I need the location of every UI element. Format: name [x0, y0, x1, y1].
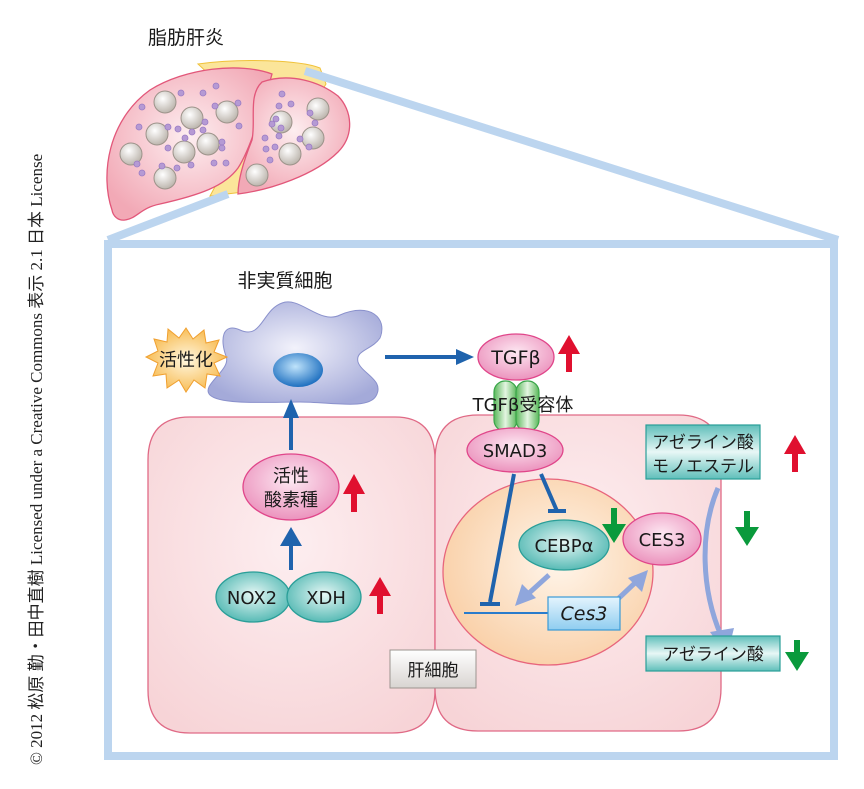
zoom-frame: [104, 67, 840, 760]
fat-droplet: [278, 142, 302, 166]
smad3-label: SMAD3: [483, 441, 548, 462]
up-arrow-icon: [784, 435, 806, 472]
hepatocyte-label-box: [389, 649, 477, 689]
up-arrow-icon: [369, 577, 391, 614]
node-cebpa: CEBPα: [518, 519, 610, 571]
ros-label-line2: 酸素種: [264, 490, 318, 511]
liver-title: 脂肪肝炎: [148, 27, 224, 49]
nonparenchymal-title: 非実質細胞: [237, 270, 332, 292]
node-ces3-protein: CES3: [622, 512, 702, 566]
fat-droplet: [180, 106, 204, 130]
liver-illustration: 脂肪肝炎: [106, 27, 351, 221]
up-arrow-icon: [343, 474, 365, 512]
cebpa-label: CEBPα: [534, 536, 593, 557]
zoom-line-lower: [106, 190, 230, 244]
tgfb-receptor: TGFβ受容体: [472, 380, 574, 432]
down-arrow-icon: [602, 508, 626, 543]
fat-droplet: [245, 163, 269, 187]
fat-droplet: [153, 90, 177, 114]
ros-label-line1: 活性: [273, 466, 309, 487]
arrow-nox-to-ros: [280, 527, 302, 570]
arrow-stellate-to-tgfb: [385, 349, 474, 365]
arrow-cebpa-to-gene: [515, 573, 551, 606]
node-ros: 活性 酸素種: [242, 453, 340, 521]
hepatocyte-nucleus: [442, 478, 654, 666]
node-ces3-gene: Ces3: [547, 596, 621, 631]
fat-droplet: [215, 100, 239, 124]
hepatocyte-label-text: 肝細胞: [408, 661, 459, 681]
up-arrow-icon: [558, 335, 580, 372]
fat-droplet: [145, 122, 169, 146]
activation-burst: 活性化: [144, 327, 229, 393]
zoom-box: [104, 240, 838, 760]
tgfb-label: TGFβ: [490, 347, 540, 369]
hepatocytes: 肝細胞: [147, 414, 722, 734]
node-tgfb: TGFβ: [477, 333, 555, 381]
node-azelaic-acid: アゼライン酸: [645, 635, 781, 672]
azelaic-acid-label: アゼライン酸: [662, 645, 764, 665]
nonparenchymal-cell: 非実質細胞 活性化: [144, 270, 383, 405]
arrow-ros-to-stellate: [283, 399, 299, 450]
inflammatory-cells: [133, 82, 319, 177]
down-arrow-icon: [735, 511, 759, 546]
node-xdh: XDH: [286, 571, 362, 623]
node-smad3: SMAD3: [466, 427, 564, 473]
fat-droplet: [301, 126, 325, 150]
tgfb-receptor-label: TGFβ受容体: [472, 395, 574, 416]
arrow-gene-to-ces3: [617, 570, 648, 600]
xdh-label: XDH: [306, 588, 346, 609]
fat-droplet: [306, 97, 330, 121]
change-indicators: [343, 335, 809, 671]
node-nox2: NOX2: [215, 571, 291, 623]
activation-label: 活性化: [159, 350, 213, 371]
node-azelaic-monoester: アゼライン酸 モノエステル: [645, 424, 761, 480]
ces3-protein-label: CES3: [639, 530, 686, 551]
ces3-gene-label: Ces3: [561, 603, 608, 625]
fat-droplet: [196, 132, 220, 156]
inhibition-lines: [480, 473, 566, 606]
stellate-cell-body: [207, 301, 383, 405]
fat-droplet: [119, 142, 143, 166]
nox2-label: NOX2: [227, 588, 277, 609]
stellate-cell-nucleus: [273, 353, 323, 387]
fat-droplets: [119, 90, 330, 190]
zoom-line-upper: [303, 67, 840, 244]
hepatocyte-label: 肝細胞: [389, 649, 477, 689]
azelaic-monoester-line1: アゼライン酸: [652, 433, 754, 453]
fat-droplet: [172, 140, 196, 164]
fat-droplet: [153, 166, 177, 190]
down-arrow-icon: [785, 640, 809, 671]
activation-arrows: [280, 349, 474, 570]
burst-shape: [144, 327, 229, 393]
inhibit-smad3-to-cebpa: [539, 473, 566, 513]
azelaic-monoester-line2: モノエステル: [652, 457, 754, 477]
inhibit-smad3-to-ces3-gene: [480, 473, 516, 606]
